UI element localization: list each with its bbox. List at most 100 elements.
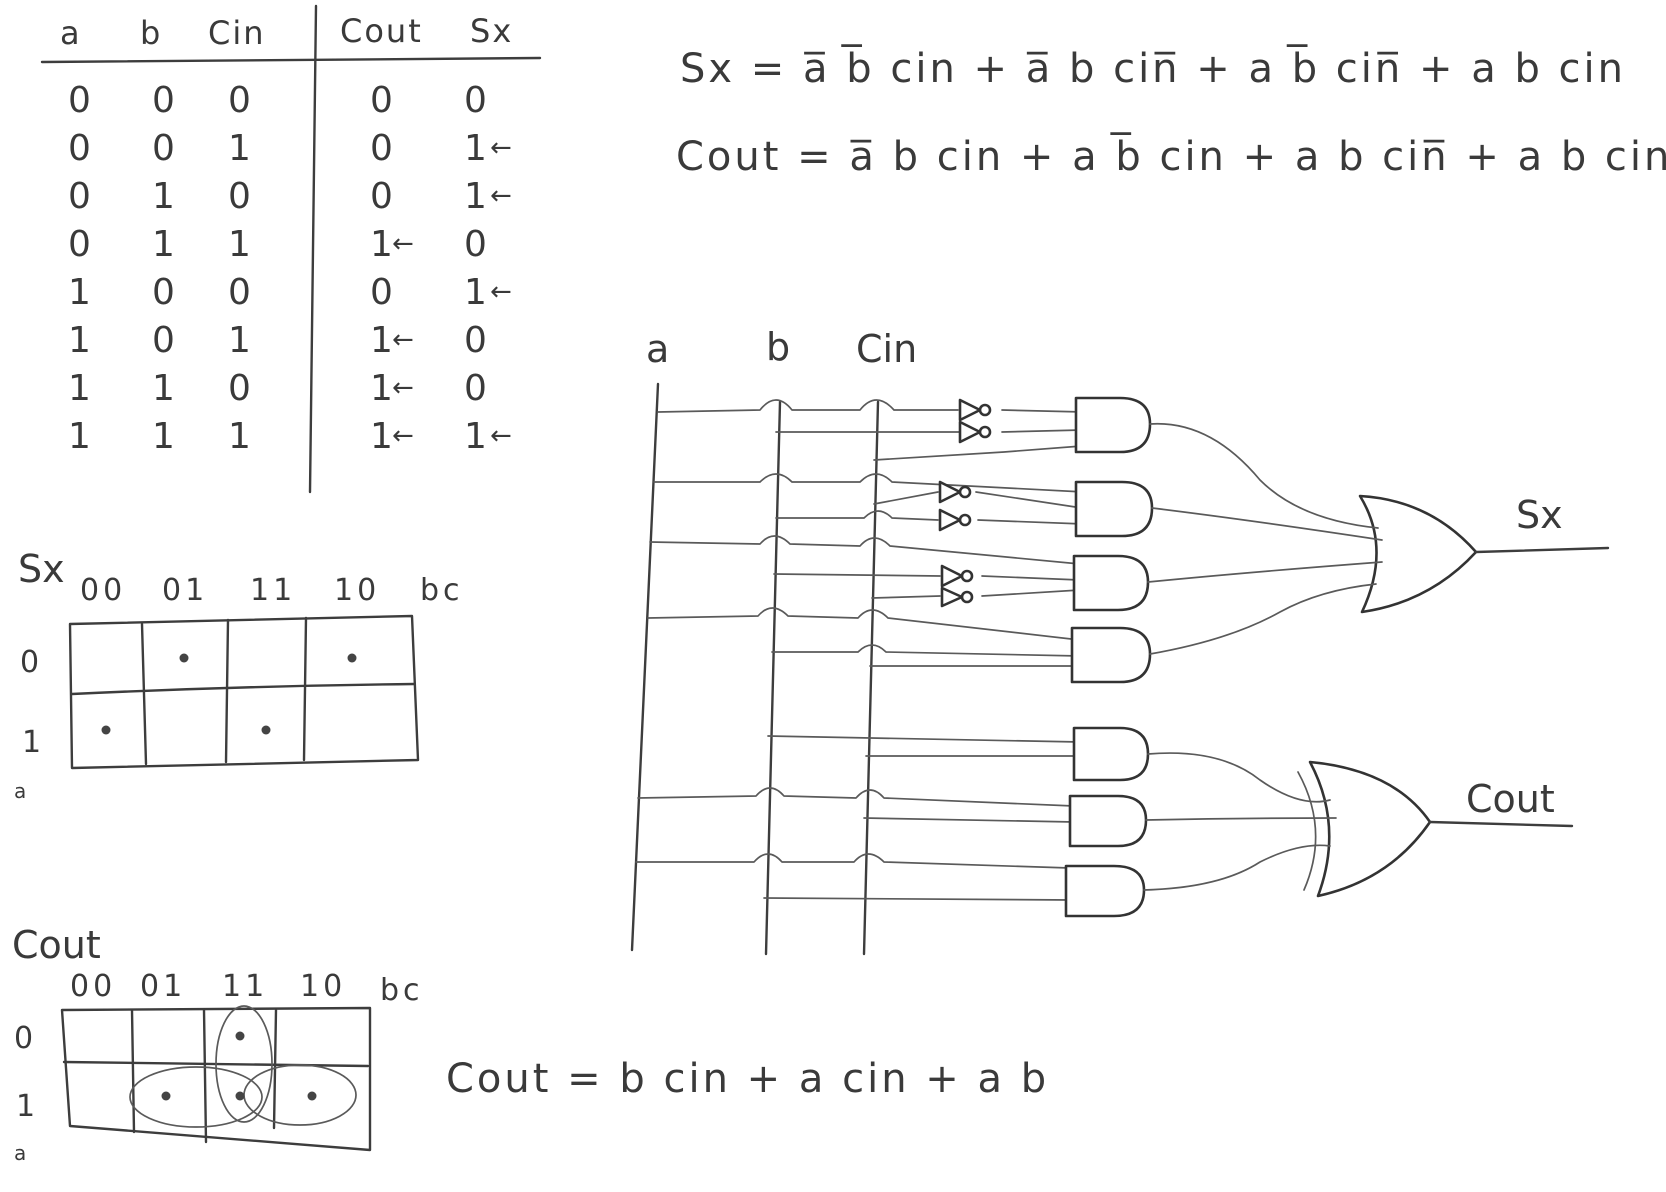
truth-table-cell: 0	[464, 80, 487, 121]
equations: Sx = a̅ b̅ cin + a̅ b cin̅ + a b̅ cin̅ +…	[676, 44, 1666, 180]
wire	[1151, 507, 1383, 541]
kmap-cout-row-divider	[62, 1060, 370, 1068]
kmap-sx-row-1: 1	[22, 725, 45, 760]
kmap-cout-group-acin	[243, 1064, 357, 1126]
wire	[653, 473, 1085, 493]
wire	[1143, 844, 1331, 891]
wire	[771, 644, 1081, 657]
kmap-cout-col-divider	[202, 1008, 208, 1144]
truth-table-cell: 1	[152, 368, 175, 409]
truth-table-cell: 1	[464, 128, 487, 169]
kmap-cout-group-bc	[215, 1005, 273, 1123]
kmap-cout-mark	[307, 1091, 317, 1101]
wire	[1149, 583, 1377, 655]
and-gate	[1074, 396, 1152, 454]
kmap-cout-col-divider	[272, 1008, 278, 1130]
truth-table-cell: 1	[370, 416, 393, 457]
truth-table-cell: 0	[228, 176, 251, 217]
kmap-cout-border	[60, 1006, 372, 1152]
header-cout: Cout	[340, 12, 423, 50]
truth-table-header-rule	[40, 56, 542, 64]
kmap-cout-row-1: 1	[16, 1089, 39, 1124]
header-a: a	[60, 14, 82, 52]
truth-table-cell: 1	[464, 416, 487, 457]
header-b: b	[140, 14, 162, 52]
kmap-sx-mark	[261, 725, 271, 735]
wire	[1145, 817, 1337, 821]
truth-table-headers: a b Cin Cout Sx	[60, 12, 513, 52]
sx-output-wire	[1474, 546, 1610, 554]
truth-table-cell: 1	[370, 368, 393, 409]
kmap-sx-col-header: 11	[250, 573, 296, 608]
kmap-sx-border	[68, 614, 420, 770]
truth-table-cell: 0	[464, 320, 487, 361]
kmap-cout-title: Cout	[12, 923, 101, 967]
header-sx: Sx	[470, 12, 513, 50]
kmap-sx-col-divider	[224, 618, 230, 764]
truth-table-cell: 0	[228, 80, 251, 121]
truth-table-arrow: ←	[490, 181, 512, 211]
or-gate-cout	[1297, 760, 1432, 898]
inverter	[940, 564, 974, 588]
truth-table-arrow: ←	[392, 421, 414, 451]
inverter	[938, 508, 972, 532]
and-gate	[1064, 864, 1146, 918]
kmap-cout-col-var: bc	[380, 973, 424, 1008]
kmap-sx-row-var: a	[14, 779, 26, 803]
input-label-cin: Cin	[856, 327, 917, 371]
inverter	[940, 586, 974, 608]
cout-equation: Cout = a̅ b cin + a b̅ cin + a b cin̅ + …	[676, 132, 1666, 180]
kmap-cout-group-ab	[129, 1066, 263, 1128]
sx-equation: Sx = a̅ b̅ cin + a̅ b cin̅ + a b̅ cin̅ +…	[680, 44, 1626, 92]
truth-table-arrow: ←	[392, 325, 414, 355]
wire	[763, 897, 1073, 901]
kmap-cout-row-0: 0	[14, 1021, 37, 1056]
kmap-cout-col-divider	[130, 1008, 136, 1134]
truth-table-cell: 0	[152, 272, 175, 313]
kmap-sx-row-divider	[70, 682, 416, 696]
wire	[647, 607, 1081, 641]
cout-simplified-equation: Cout = b cin + a cin + a b	[446, 1056, 1049, 1102]
truth-table-divider	[308, 4, 318, 494]
kmap-sx-title: Sx	[18, 547, 65, 591]
kmap-sx-row-0: 0	[20, 645, 43, 680]
input-label-b: b	[766, 325, 790, 369]
truth-table-cell: 1	[228, 416, 251, 457]
wire	[775, 510, 1085, 525]
kmap-cout-row-var: a	[14, 1141, 26, 1165]
truth-table-cell: 0	[228, 368, 251, 409]
truth-table-cell: 0	[464, 368, 487, 409]
truth-table-cell: 1	[370, 224, 393, 265]
and-gate	[1072, 554, 1150, 612]
header-cin: Cin	[208, 14, 266, 52]
wire	[775, 429, 1083, 433]
truth-table-cell: 1	[68, 416, 91, 457]
truth-table-cell: 1	[228, 224, 251, 265]
wire	[863, 817, 1075, 823]
or-gate-sx	[1358, 494, 1478, 614]
wire	[773, 573, 1081, 581]
truth-table-cell: 0	[68, 80, 91, 121]
truth-table-arrow: ←	[490, 133, 512, 163]
truth-table-cell: 1	[228, 320, 251, 361]
truth-table-cell: 1	[152, 224, 175, 265]
and-gate	[1072, 726, 1150, 782]
kmap-sx-marks	[101, 653, 357, 735]
kmap-sx-col-divider	[140, 622, 148, 766]
kmap-cout-mark	[235, 1031, 245, 1041]
truth-table-arrow: ←	[490, 277, 512, 307]
truth-table-cell: 0	[370, 128, 393, 169]
kmap-cout-col-header: 01	[140, 969, 186, 1004]
truth-table-cell: 1	[464, 176, 487, 217]
output-label-cout: Cout	[1466, 777, 1555, 821]
truth-table-cell: 1	[68, 368, 91, 409]
kmap-sx-col-header: 10	[334, 573, 380, 608]
truth-table-cell: 1	[152, 416, 175, 457]
inverter	[938, 480, 972, 504]
